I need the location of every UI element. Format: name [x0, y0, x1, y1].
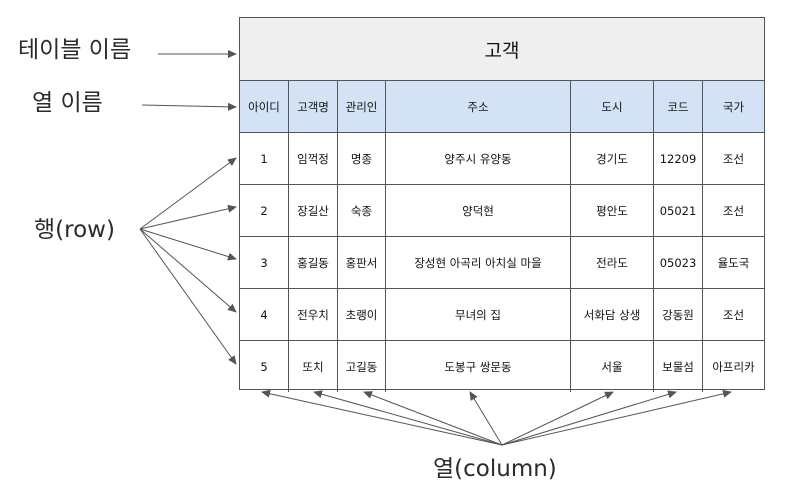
table-cell: 3 [240, 237, 289, 288]
table-cell: 초랭이 [338, 289, 386, 340]
table-cell: 도봉구 쌍문동 [386, 341, 571, 392]
row-arrow [139, 228, 237, 313]
table-cell: 또치 [289, 341, 338, 392]
column-arrow [501, 391, 614, 446]
table-cell: 서화담 상생 [571, 289, 654, 340]
table-cell: 양덕현 [386, 185, 571, 236]
table-cell: 홍길동 [289, 237, 338, 288]
table-cell: 2 [240, 185, 289, 236]
table-row: 3 홍길동 홍판서 장성현 아곡리 아치실 마을 전라도 05023 율도국 [240, 237, 764, 289]
column-arrow [469, 391, 503, 446]
column-arrow [501, 389, 732, 446]
table-cell: 조선 [722, 307, 745, 322]
table-cell: 조선 [722, 151, 745, 166]
header-cell: 고객명 [289, 81, 338, 132]
table-cell: 장길산 [289, 185, 338, 236]
column-name-label: 열 이름 [32, 90, 103, 116]
column-arrow [261, 389, 503, 446]
column-label: 열(column) [433, 456, 557, 482]
table-cell: 보물섬 [654, 341, 703, 392]
table-cell: 무녀의 집 [386, 289, 571, 340]
header-cell: 국가 [722, 99, 745, 114]
row-arrow [139, 204, 237, 230]
table-name-label: 테이블 이름 [18, 37, 132, 63]
table-cell: 05023 [654, 237, 703, 288]
header-cell: 아이디 [240, 81, 289, 132]
table-cell: 1 [240, 133, 289, 184]
table-cell: 강동원 [654, 289, 703, 340]
row-arrow [139, 228, 237, 261]
table-cell: 아프리카 [712, 359, 755, 374]
table-row: 1 임꺽정 명종 양주시 유양동 경기도 12209 조선 [240, 133, 764, 185]
table-cell: 서울 [571, 341, 654, 392]
table-cell: 경기도 [571, 133, 654, 184]
table-cell: 12209 [654, 133, 703, 184]
row-label: 행(row) [34, 217, 115, 243]
header-cell: 주소 [386, 81, 571, 132]
table-cell: 홍판서 [338, 237, 386, 288]
table-row: 5 또치 고길동 도봉구 쌍문동 서울 보물섬 아프리카 [240, 341, 764, 392]
row-arrow [139, 157, 237, 230]
header-cell: 관리인 [338, 81, 386, 132]
table-cell: 전라도 [571, 237, 654, 288]
table-cell: 조선 [722, 203, 745, 218]
table-cell: 5 [240, 341, 289, 392]
header-cell: 코드 [654, 81, 703, 132]
table-cell: 고길동 [338, 341, 386, 392]
table-cell: 임꺽정 [289, 133, 338, 184]
table-title: 고객 [240, 18, 764, 81]
column-arrow [363, 391, 503, 446]
table-cell: 평안도 [571, 185, 654, 236]
table-cell: 숙종 [338, 185, 386, 236]
table-cell: 장성현 아곡리 아치실 마을 [386, 237, 571, 288]
table-cell: 전우치 [289, 289, 338, 340]
table-cell: 양주시 유양동 [386, 133, 571, 184]
table-cell: 05021 [654, 185, 703, 236]
table-row: 2 장길산 숙종 양덕현 평안도 05021 조선 [240, 185, 764, 237]
column-arrow [501, 390, 677, 446]
table-cell: 명종 [338, 133, 386, 184]
table-cell: 4 [240, 289, 289, 340]
header-row: 아이디 고객명 관리인 주소 도시 코드 국가 [240, 81, 764, 133]
column-arrow [313, 390, 503, 446]
customer-table: 고객 아이디 고객명 관리인 주소 도시 코드 국가 1 임꺽정 명종 양주시 … [239, 17, 765, 392]
table-row: 4 전우치 초랭이 무녀의 집 서화담 상생 강동원 조선 [240, 289, 764, 341]
column-name-arrow [141, 102, 237, 111]
row-arrow [139, 228, 237, 365]
header-cell: 도시 [571, 81, 654, 132]
table-cell: 율도국 [717, 255, 750, 270]
